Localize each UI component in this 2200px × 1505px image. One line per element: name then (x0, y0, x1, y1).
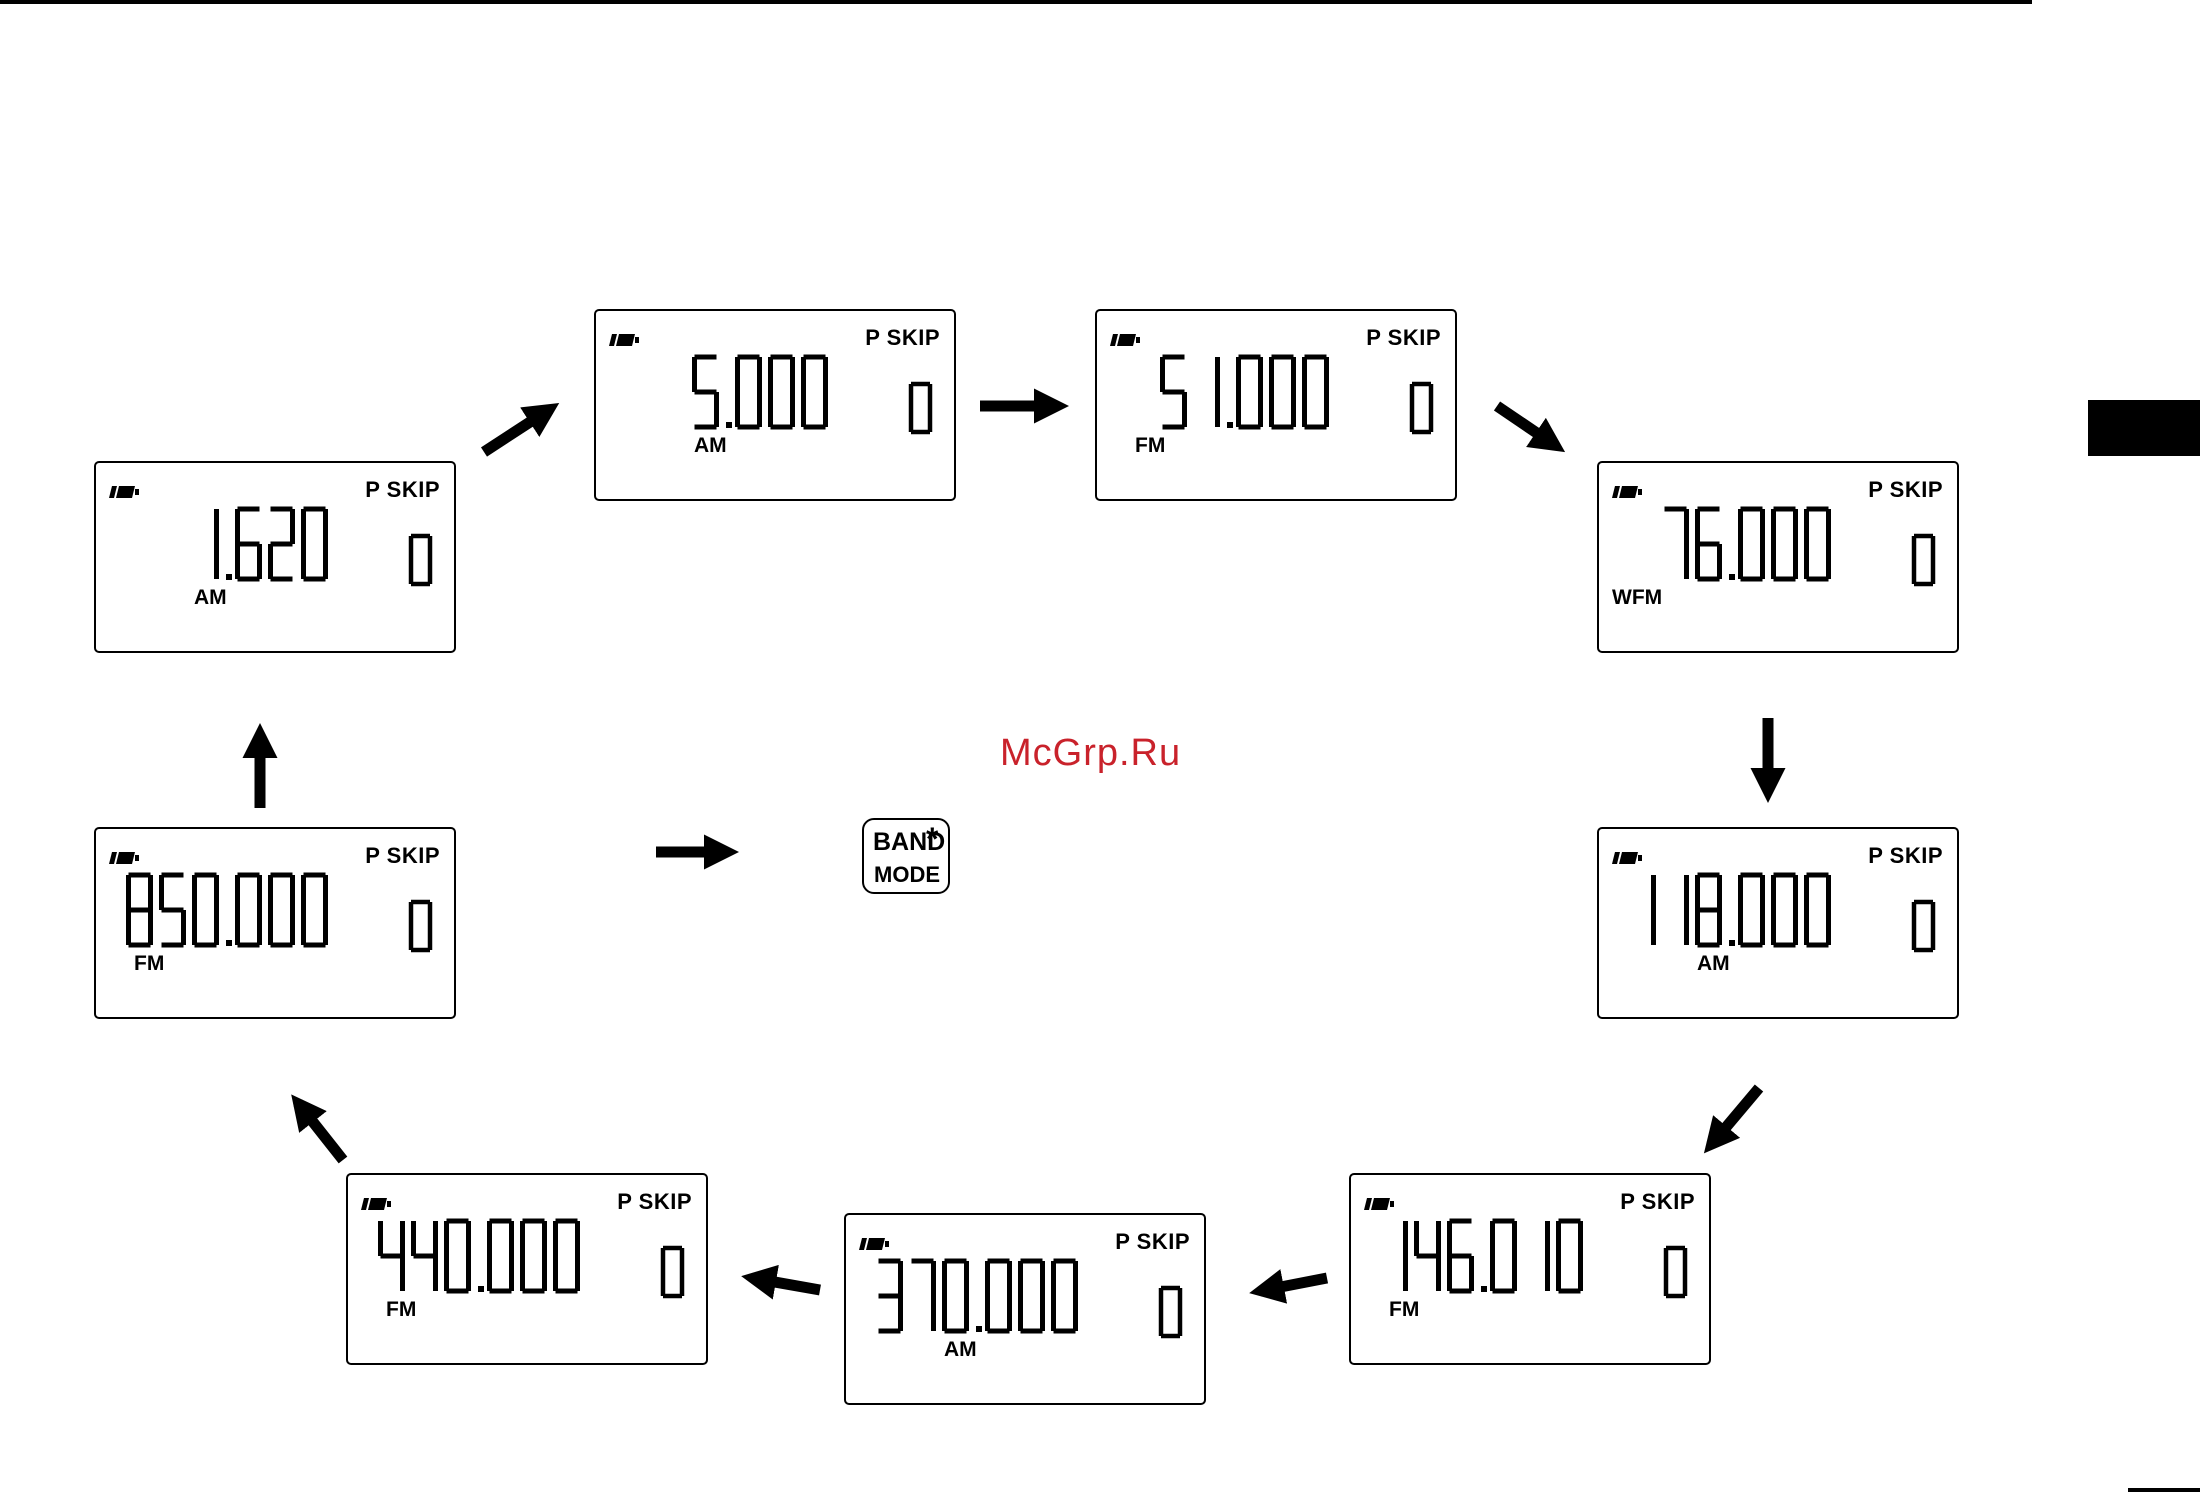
arrow-d6-to-d7 (1260, 1278, 1327, 1291)
arrow-d3-to-d4 (1497, 406, 1556, 446)
arrow-d1-to-d2 (484, 409, 550, 452)
arrow-d7-to-d8 (752, 1278, 820, 1290)
arrow-d5-to-d6 (1711, 1088, 1759, 1145)
arrow-d8-to-d9 (298, 1103, 343, 1160)
